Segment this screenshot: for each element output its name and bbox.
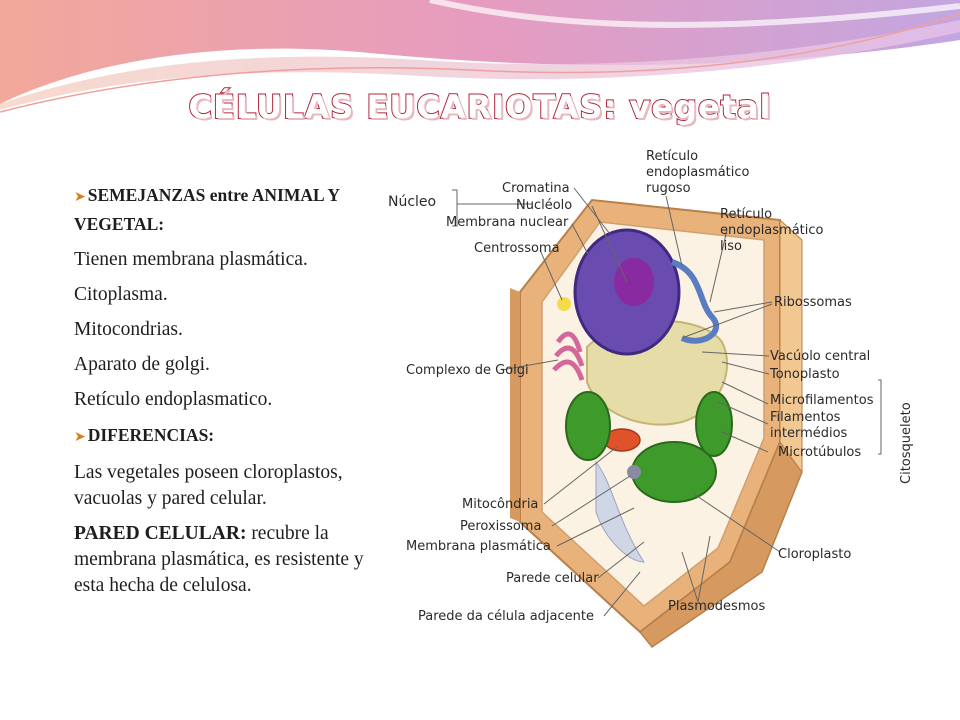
label-rer-line2: endoplasmático — [646, 165, 750, 180]
label-microtubulos: Microtúbulos — [778, 445, 861, 460]
heading-similarities: ➤SEMEJANZAS entre ANIMAL Y VEGETAL: — [74, 185, 340, 234]
label-cloroplasto: Cloroplasto — [778, 547, 851, 562]
label-microfilamentos: Microfilamentos — [770, 393, 874, 408]
label-rel-line3: liso — [720, 239, 742, 254]
label-tonoplasto: Tonoplasto — [769, 367, 840, 382]
arrow-bullet-icon: ➤ — [74, 430, 86, 445]
label-membrana-plasmatica: Membrana plasmática — [406, 539, 551, 554]
label-citosqueleto: Citosqueleto — [899, 402, 914, 484]
differences-text: Las vegetales poseen cloroplastos, vacuo… — [74, 462, 343, 509]
golgi-complex — [552, 331, 585, 381]
label-rer-line1: Retículo — [646, 149, 698, 164]
arrow-bullet-icon: ➤ — [74, 190, 86, 205]
label-nucleo: Núcleo — [388, 194, 436, 210]
heading-differences: ➤DIFERENCIAS: — [74, 425, 215, 445]
text-column: ➤SEMEJANZAS entre ANIMAL Y VEGETAL: Tien… — [74, 182, 374, 608]
label-ribossomas: Ribossomas — [774, 295, 852, 310]
label-rel-line2: endoplasmático — [720, 223, 824, 238]
label-filamentos-1: Filamentos — [770, 410, 841, 425]
similar-item: Retículo endoplasmatico. — [74, 389, 273, 410]
label-parede-adjacente: Parede da célula adjacente — [418, 609, 594, 624]
slide-title: CÉLULAS EUCARIOTAS: vegetal — [188, 87, 772, 127]
similar-item: Tienen membrana plasmática. — [74, 249, 308, 270]
plasma-membrane-lobe — [595, 460, 645, 563]
leader-lines — [452, 187, 882, 617]
cell-wall-text: PARED CELULAR: recubre la membrana plasm… — [74, 523, 364, 596]
label-plasmodesmos: Plasmodesmos — [668, 599, 765, 614]
label-cromatina: Cromatina — [502, 181, 570, 196]
similar-item: Citoplasma. — [74, 284, 168, 305]
label-mitocondria: Mitocôndria — [462, 497, 538, 512]
similar-item: Mitocondrias. — [74, 319, 183, 340]
label-membrana-nuclear: Membrana nuclear — [446, 215, 569, 230]
label-rel-line1: Retículo — [720, 207, 772, 222]
similar-item: Aparato de golgi. — [74, 354, 210, 375]
label-centrossoma: Centrossoma — [474, 241, 560, 256]
label-nucleolo: Nucléolo — [516, 198, 572, 213]
chloroplasts — [565, 391, 733, 503]
rough-er — [670, 259, 720, 344]
peroxisome — [627, 465, 641, 479]
label-vacuolo: Vacúolo central — [770, 349, 870, 364]
nucleus — [573, 228, 681, 356]
label-rer-line3: rugoso — [646, 181, 691, 196]
label-peroxissoma: Peroxissoma — [460, 519, 541, 534]
label-golgi: Complexo de Golgi — [406, 363, 529, 378]
label-parede-celular: Parede celular — [506, 571, 599, 586]
plant-cell-diagram: Núcleo Cromatina Nucléolo Membrana nucle… — [382, 142, 920, 654]
centrosome — [557, 297, 571, 311]
header-wave — [0, 0, 960, 113]
label-filamentos-2: intermédios — [770, 426, 848, 441]
